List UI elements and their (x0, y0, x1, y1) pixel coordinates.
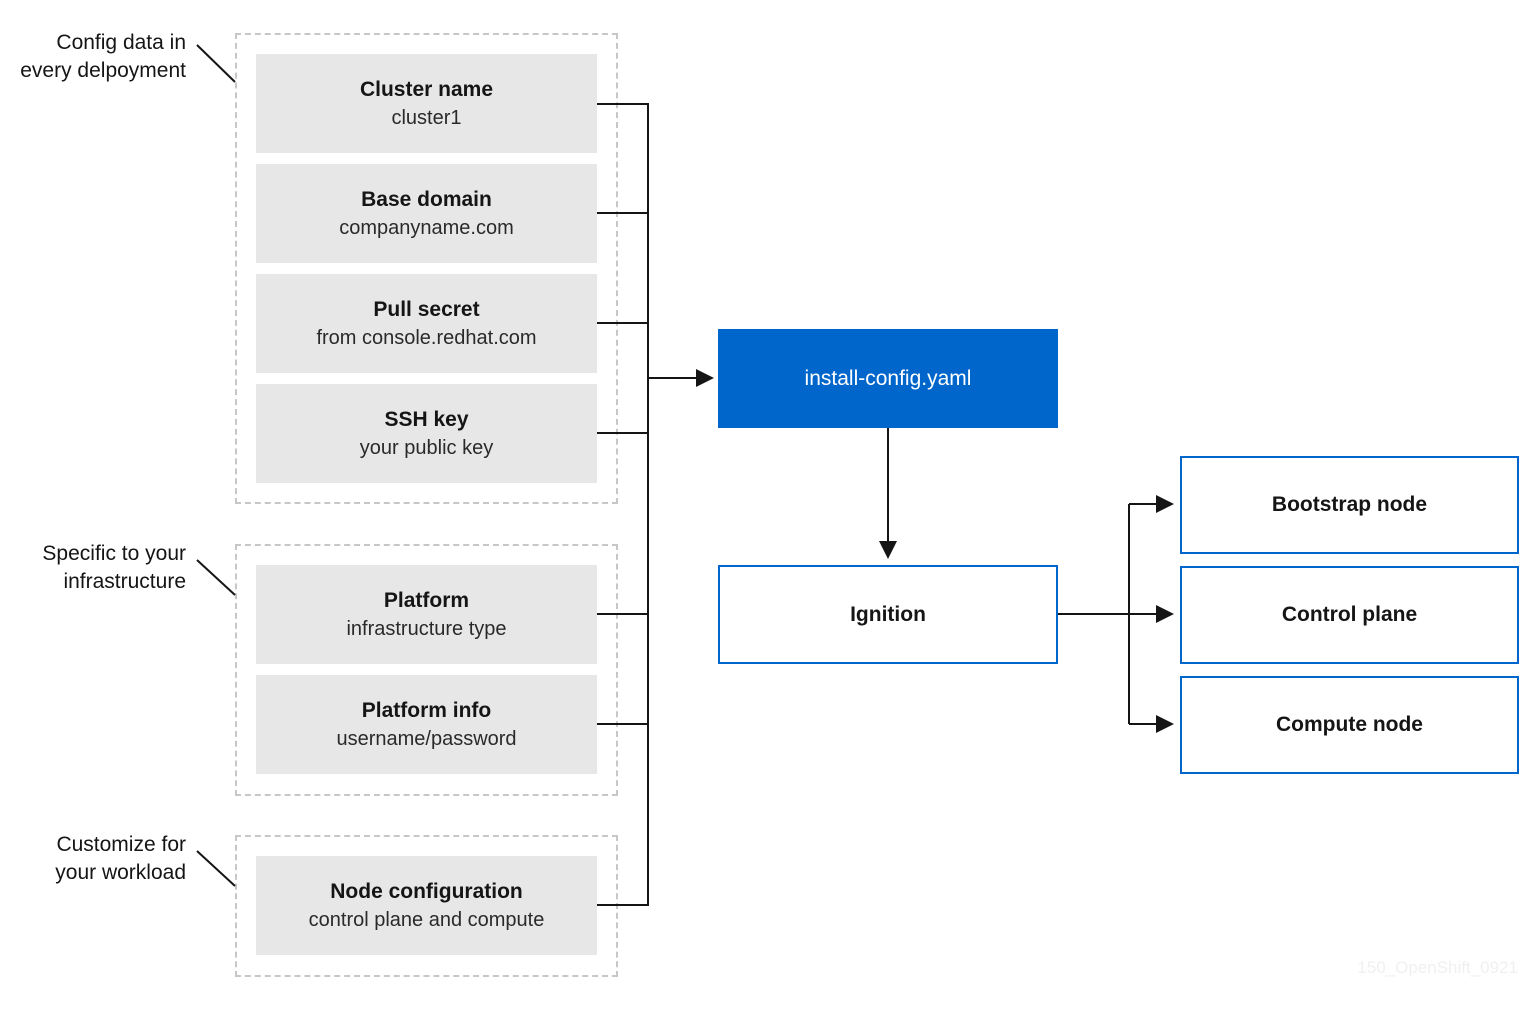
group-label-line: infrastructure (63, 570, 186, 593)
card-platform: Platform infrastructure type (256, 565, 597, 664)
card-cluster-name: Cluster name cluster1 (256, 54, 597, 153)
ignition-label: Ignition (850, 602, 926, 626)
group-label-line: your workload (55, 861, 186, 884)
card-platform-info: Platform info username/password (256, 675, 597, 774)
install-config-label: install-config.yaml (804, 366, 972, 390)
card-subtitle: companyname.com (339, 216, 514, 239)
card-subtitle: your public key (359, 436, 494, 459)
group-label-line: every delpoyment (20, 59, 186, 82)
compute-node-label: Compute node (1276, 713, 1423, 736)
card-ssh-key: SSH key your public key (256, 384, 597, 483)
arrowhead-install-config (696, 369, 714, 387)
group-label-infrastructure: Specific to your infrastructure (0, 540, 186, 596)
card-title: SSH key (384, 407, 469, 431)
card-title: Platform info (361, 698, 492, 722)
compute-node-box: Compute node (1180, 676, 1519, 774)
card-base-domain: Base domain companyname.com (256, 164, 597, 263)
group-frame-infrastructure (235, 544, 618, 796)
bootstrap-node-box: Bootstrap node (1180, 456, 1519, 554)
diagram-id-watermark: 150_OpenShift_0921 (1357, 958, 1518, 977)
control-plane-box: Control plane (1180, 566, 1519, 664)
ignition-box: Ignition (718, 565, 1058, 664)
card-pull-secret: Pull secret from console.redhat.com (256, 274, 597, 373)
leader-infrastructure (196, 559, 236, 596)
arrowhead-compute (1156, 715, 1174, 733)
card-subtitle: from console.redhat.com (316, 326, 537, 349)
arrowhead-ignition (879, 541, 897, 559)
card-title: Base domain (361, 187, 492, 211)
group-label-workload: Customize for your workload (0, 831, 186, 887)
card-title: Cluster name (359, 77, 494, 101)
card-subtitle: infrastructure type (346, 617, 507, 640)
card-title: Pull secret (373, 297, 480, 321)
card-subtitle: username/password (336, 727, 517, 750)
control-plane-label: Control plane (1281, 603, 1418, 626)
group-label-line: Customize for (56, 833, 186, 856)
arrowhead-control-plane (1156, 605, 1174, 623)
group-frame-config-data (235, 33, 618, 504)
arrowhead-bootstrap (1156, 495, 1174, 513)
card-subtitle: cluster1 (391, 106, 462, 129)
install-config-box: install-config.yaml (718, 329, 1058, 428)
leader-workload (196, 850, 236, 887)
card-subtitle: control plane and compute (308, 908, 545, 931)
group-label-line: Specific to your (42, 542, 186, 565)
card-title: Node configuration (330, 879, 523, 903)
card-title: Platform (383, 588, 470, 612)
card-node-configuration: Node configuration control plane and com… (256, 856, 597, 955)
group-label-line: Config data in (56, 31, 186, 54)
leader-config-data (196, 44, 236, 83)
bootstrap-node-label: Bootstrap node (1271, 493, 1428, 516)
group-label-config-data: Config data in every delpoyment (0, 29, 186, 85)
